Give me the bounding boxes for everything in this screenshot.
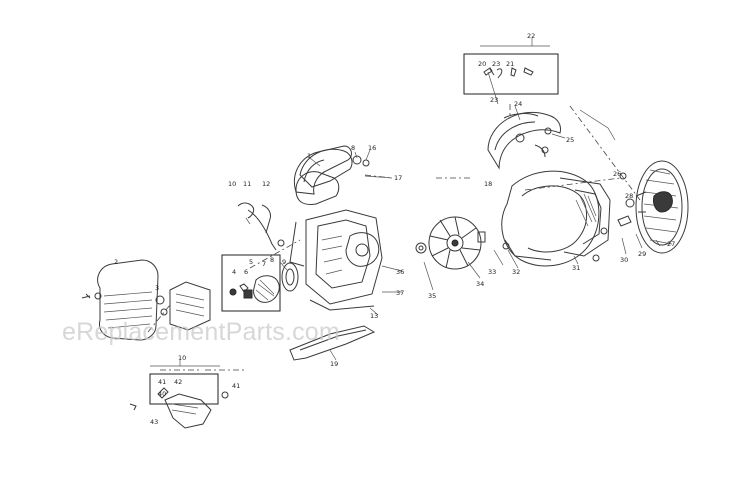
callout-6: 6 (244, 268, 248, 276)
starter-pulley-part (617, 172, 635, 227)
callout-42: 42 (174, 378, 182, 386)
blower-tube-part (294, 145, 370, 195)
callout-17: 17 (394, 174, 402, 182)
callout-8: 8 (351, 144, 355, 152)
throttle-cable-part (237, 202, 285, 251)
callout-29: 29 (638, 250, 646, 258)
callout-16: 16 (368, 144, 376, 152)
callout-36: 36 (396, 268, 404, 276)
washer-parts (415, 227, 608, 254)
hardware-kit-group-22 (463, 38, 559, 95)
handle-part (289, 325, 376, 361)
callout-25: 25 (566, 136, 574, 144)
intake-part (155, 281, 211, 331)
callout-34: 34 (476, 280, 484, 288)
callout-23-b: 23 (490, 96, 498, 104)
callout-28: 28 (625, 192, 633, 200)
callout-2: 2 (114, 258, 118, 266)
starter-cover-part (635, 160, 689, 254)
callout-31: 31 (572, 264, 580, 272)
fan-housing-part (501, 170, 611, 267)
callout-22: 22 (527, 32, 535, 40)
callout-33: 33 (488, 268, 496, 276)
carburetor-kit-group (221, 254, 281, 312)
callout-leaders (245, 71, 661, 361)
callout-23: 23 (492, 60, 500, 68)
gasket-part (281, 262, 299, 292)
callout-37: 37 (396, 289, 404, 297)
callout-19: 19 (330, 360, 338, 368)
callout-18: 18 (484, 180, 492, 188)
callout-1: 1 (307, 152, 311, 160)
callout-5: 5 (249, 258, 253, 266)
callout-40: 40 (158, 390, 166, 398)
callout-35: 35 (428, 292, 436, 300)
callout-13: 13 (370, 312, 378, 320)
callout-32: 32 (512, 268, 520, 276)
callout-26: 26 (613, 170, 621, 178)
kit-screw-icon (483, 67, 534, 79)
callout-12: 12 (262, 180, 270, 188)
fan-cover-part (487, 111, 561, 170)
bracket-kit-group-10 (129, 360, 229, 429)
callout-30: 30 (620, 256, 628, 264)
callout-10-b: 10 (178, 354, 186, 362)
callout-27: 27 (667, 240, 675, 248)
crankcase-part (289, 148, 383, 311)
callout-11: 11 (243, 180, 251, 188)
callout-labels: 22 20 23 21 23 24 25 1 8 16 17 18 10 11 … (114, 32, 675, 426)
callout-4: 4 (232, 268, 236, 276)
callout-21: 21 (506, 60, 514, 68)
callout-8-b: 8 (270, 256, 274, 264)
callout-7: 7 (262, 260, 266, 268)
cylinder-part (81, 259, 159, 341)
impeller-part (428, 216, 482, 270)
callout-43: 43 (150, 418, 158, 426)
callout-24: 24 (514, 100, 522, 108)
callout-20: 20 (478, 60, 486, 68)
callout-9: 9 (282, 258, 286, 266)
callout-41: 41 (158, 378, 166, 386)
callout-41-b: 41 (232, 382, 240, 390)
callout-3: 3 (155, 284, 159, 292)
callout-10: 10 (228, 180, 236, 188)
watermark-text: eReplacementParts.com (62, 318, 340, 346)
